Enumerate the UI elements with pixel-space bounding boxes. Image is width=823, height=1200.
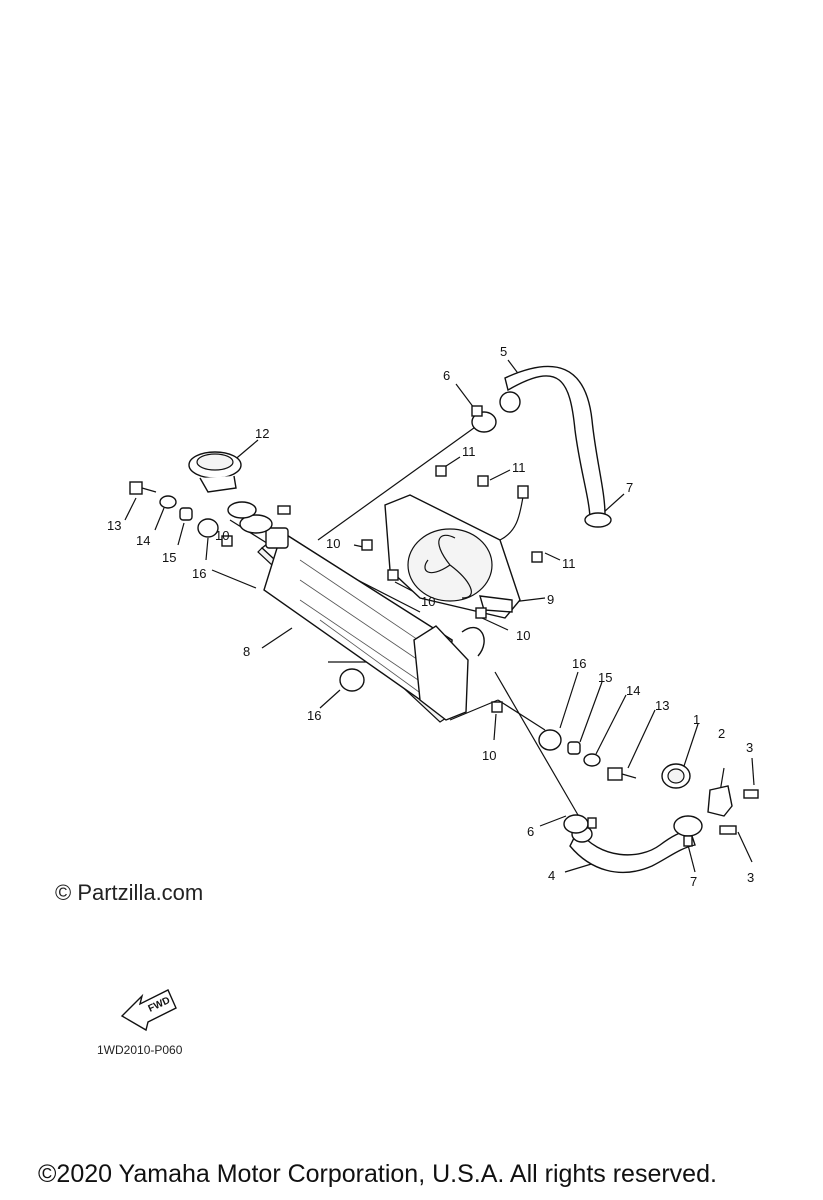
callout-9: 9 [547,592,554,607]
callout-10: 10 [516,628,530,643]
partzilla-watermark: © Partzilla.com [55,880,204,905]
callout-6: 6 [527,824,534,839]
diagram-part-code: 1WD2010-P060 [97,1043,183,1057]
callout-15: 15 [598,670,612,685]
collar-icon [179,507,581,755]
leader-lines [124,359,755,873]
callout-16: 16 [192,566,206,581]
callout-8: 8 [243,644,250,659]
callout-14: 14 [626,683,640,698]
callout-7: 7 [626,480,633,495]
callout-7: 7 [690,874,697,889]
callout-10: 10 [482,748,496,763]
callout-16: 16 [572,656,586,671]
callout-16: 16 [307,708,321,723]
radiator-core [257,527,453,723]
bolt-icon [129,465,637,781]
callout-1: 1 [693,712,700,727]
callout-4: 4 [548,868,555,883]
callout-10: 10 [421,594,435,609]
callout-3: 3 [746,740,753,755]
fwd-arrow-icon: FWD [120,989,177,1032]
copyright-notice: ©2020 Yamaha Motor Corporation, U.S.A. A… [38,1160,717,1188]
callout-11: 11 [512,460,526,475]
callout-14: 14 [136,533,150,548]
callout-labels: 5 6 7 11 11 11 9 12 13 14 15 16 10 10 10… [107,344,754,889]
hose-clamp-icon [471,405,703,847]
cooling-fan-assembly [384,485,529,619]
callout-12: 12 [255,426,269,441]
callout-11: 11 [462,444,476,459]
radiator-filler-neck [239,505,291,534]
callout-2: 2 [718,726,725,741]
callout-3: 3 [747,870,754,885]
washer-icon [159,495,601,767]
callout-10: 10 [326,536,340,551]
nut-clip-icon [221,535,503,713]
lower-radiator-hose [569,825,696,874]
thermostat-cover-icon [707,785,759,835]
radiator-cap-icon [188,451,257,519]
callout-10: 10 [215,528,229,543]
callout-13: 13 [107,518,121,533]
upper-radiator-hose [499,365,612,528]
callout-15: 15 [162,550,176,565]
callout-11: 11 [562,556,576,571]
callout-5: 5 [500,344,507,359]
grommet-icon [197,518,562,751]
callout-6: 6 [443,368,450,383]
radiator-end-tank [413,625,485,721]
callout-13: 13 [655,698,669,713]
thermostat-icon [661,763,691,789]
